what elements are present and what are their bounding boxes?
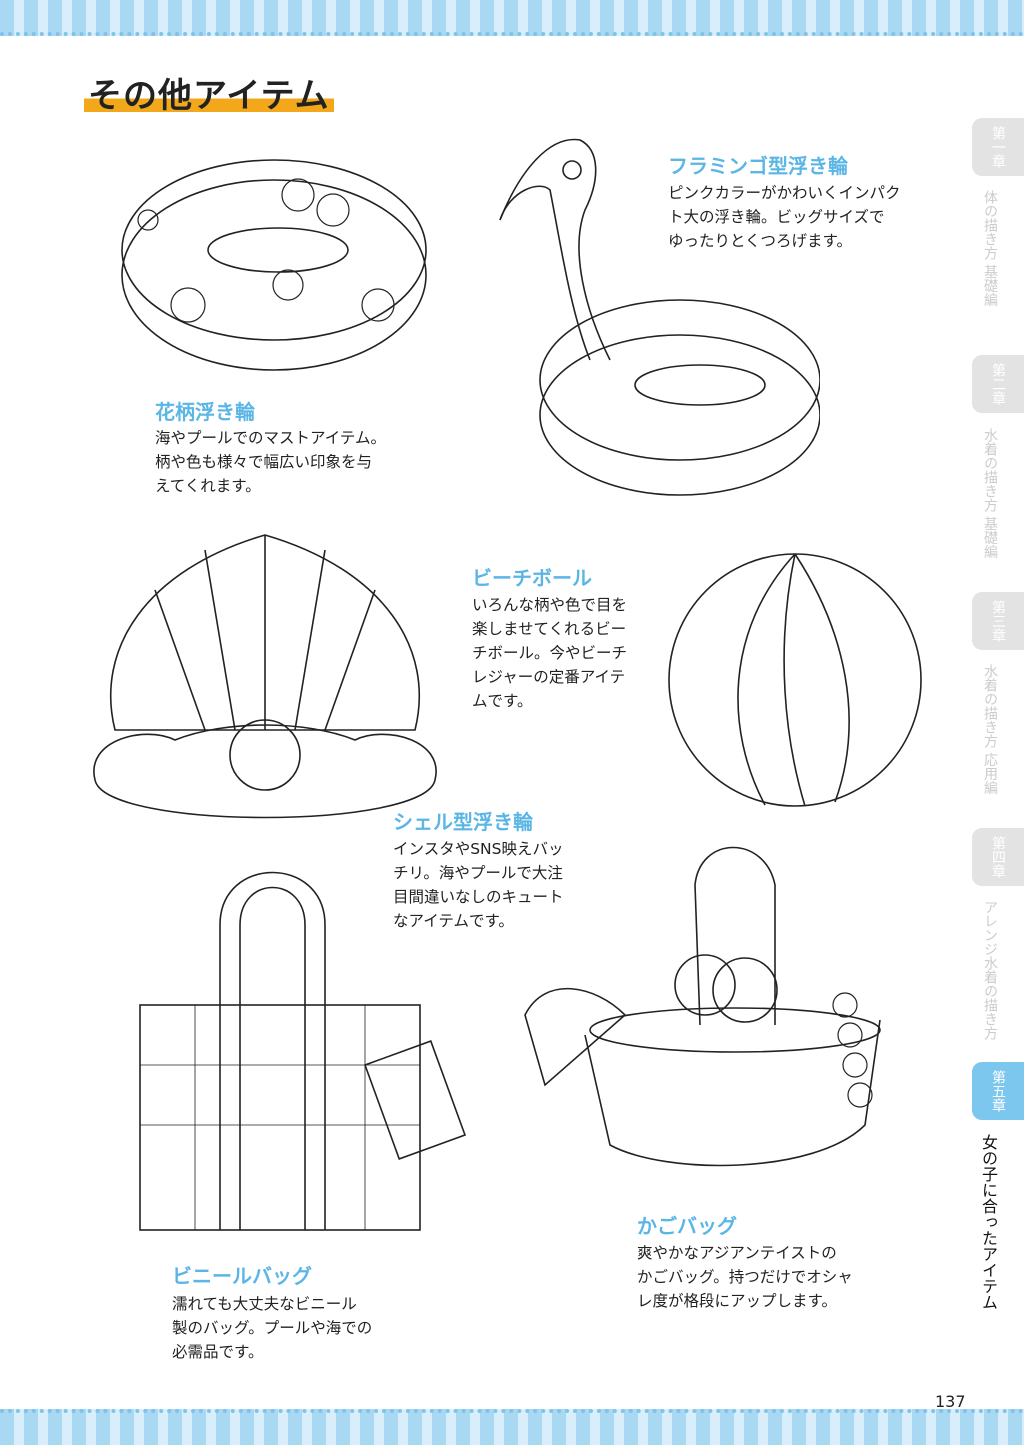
item-title-basket-bag: かごバッグ	[637, 1214, 737, 1238]
chapter-tab-5[interactable]: 第五章	[972, 1062, 1024, 1120]
lace-border-bottom	[0, 1409, 1024, 1445]
chapter-label-1: 体の描き方 基礎編	[982, 190, 998, 307]
chapter-tab-4[interactable]: 第四章	[972, 828, 1024, 886]
chapter-tab-1[interactable]: 第一章	[972, 118, 1024, 176]
vinyl-bag-illustration	[139, 871, 467, 1231]
chapter-label-5: 女の子に合ったアイテム	[979, 1134, 998, 1310]
chapter-label-3: 水着の描き方 応用編	[982, 664, 998, 795]
page-number: 137	[935, 1392, 966, 1411]
chapter-tab-3[interactable]: 第三章	[972, 592, 1024, 650]
item-title-beach-ball: ビーチボール	[472, 566, 592, 590]
flamingo-float-illustration	[499, 138, 820, 496]
chapter-label-2: 水着の描き方 基礎編	[982, 428, 998, 559]
item-desc-flamingo-float: ピンクカラーがかわいくインパク ト大の浮き輪。ビッグサイズで ゆったりとくつろげ…	[668, 184, 901, 250]
basket-bag-illustration	[524, 846, 881, 1167]
item-title-flower-float: 花柄浮き輪	[155, 400, 255, 424]
beach-ball-illustration	[668, 553, 922, 807]
item-desc-shell-float: インスタやSNS映えバッ チリ。海やプールで大注 目間違いなしのキュート なアイ…	[393, 840, 564, 930]
item-desc-basket-bag: 爽やかなアジアンテイストの かごバッグ。持つだけでオシャ レ度が格段にアップしま…	[637, 1244, 853, 1310]
item-title-vinyl-bag: ビニールバッグ	[172, 1264, 312, 1288]
item-desc-beach-ball: いろんな柄や色で目を 楽しませてくれるビー チボール。今やビーチ レジャーの定番…	[472, 596, 628, 710]
chapter-label-4: アレンジ水着の描き方	[982, 900, 998, 1040]
item-title-shell-float: シェル型浮き輪	[393, 810, 533, 834]
page-title: その他アイテム	[84, 68, 334, 117]
shell-float-illustration	[93, 534, 437, 819]
flower-float-illustration	[121, 159, 427, 371]
item-desc-vinyl-bag: 濡れても大丈夫なビニール 製のバッグ。プールや海での 必需品です。	[172, 1295, 373, 1361]
item-title-flamingo-float: フラミンゴ型浮き輪	[668, 154, 848, 178]
item-desc-flower-float: 海やプールでのマストアイテム。 柄や色も様々で幅広い印象を与 えてくれます。	[155, 429, 386, 495]
chapter-tab-2[interactable]: 第二章	[972, 355, 1024, 413]
lace-border-top	[0, 0, 1024, 36]
